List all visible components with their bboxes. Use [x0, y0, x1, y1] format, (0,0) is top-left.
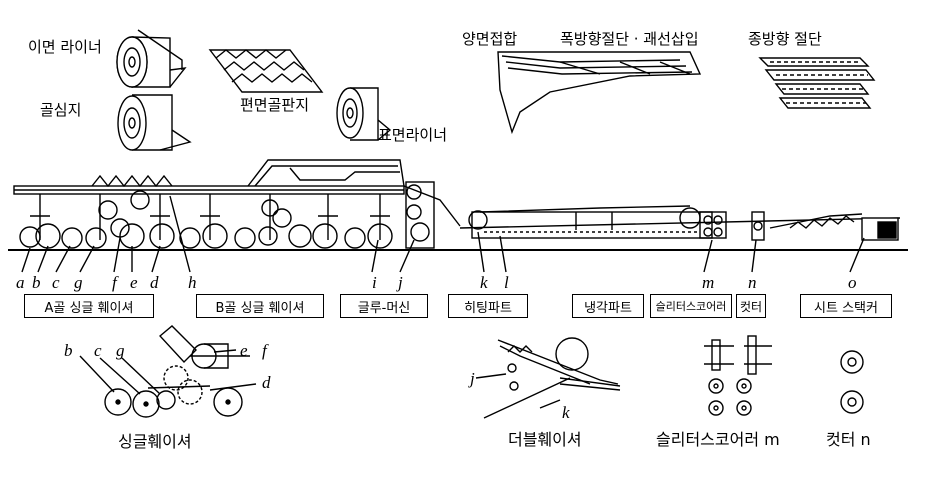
- corrugator-line-icon: [8, 159, 908, 273]
- marker-k: k: [480, 273, 488, 292]
- detail-single-facer-g: g: [116, 341, 125, 360]
- section-sheet-stacker: 시트 스택커: [800, 294, 892, 318]
- section-slitter-scorer: 슬리터스코어러: [650, 294, 732, 318]
- detail-single-facer-c: c: [94, 341, 102, 360]
- cut-sheets-icon: [758, 57, 876, 109]
- detail-double-facer-k: k: [562, 403, 570, 422]
- section-glue-machine: 글루-머신: [340, 294, 428, 318]
- detail-single-facer-b: b: [64, 341, 73, 360]
- marker-n: n: [748, 273, 757, 292]
- double-facer-detail-icon: [475, 337, 621, 419]
- section-a-flute-single-facer: A골 싱글 훼이셔: [24, 294, 154, 318]
- face-liner-label: 표면라이너: [378, 126, 448, 144]
- marker-d: d: [150, 273, 159, 292]
- back-liner-label: 이면 라이너: [28, 38, 102, 56]
- slitter-scorer-caption: 슬리터스코어러 m: [656, 430, 780, 449]
- section-cooling-part: 냉각파트: [572, 294, 644, 318]
- single-facer-caption: 싱글훼이셔: [118, 432, 192, 451]
- marker-l: l: [504, 273, 509, 292]
- cutter-caption: 컷터 n: [826, 430, 871, 449]
- double-face-bonding-label: 양면접합: [462, 30, 518, 48]
- section-cutter: 컷터: [736, 294, 766, 318]
- marker-c: c: [52, 273, 60, 292]
- back-liner-roll-icon: [116, 29, 187, 88]
- marker-f: f: [112, 273, 117, 292]
- marker-o: o: [848, 273, 857, 292]
- marker-g: g: [74, 273, 83, 292]
- slitter-scorer-detail-icon: [704, 335, 772, 416]
- face-liner-roll-icon: [336, 87, 392, 141]
- bonded-board-icon: [497, 51, 702, 135]
- double-facer-caption: 더블훼이셔: [508, 430, 582, 449]
- single-face-board-icon: [208, 49, 324, 93]
- marker-m: m: [702, 273, 715, 292]
- detail-single-facer-f: f: [262, 341, 267, 360]
- detail-single-facer-e: e: [240, 341, 248, 360]
- single-face-board-label: 편면골판지: [240, 96, 310, 114]
- section-b-flute-single-facer: B골 싱글 훼이셔: [196, 294, 324, 318]
- medium-label: 골심지: [40, 101, 82, 119]
- medium-roll-icon: [117, 94, 192, 151]
- marker-i: i: [372, 273, 377, 292]
- marker-b: b: [32, 273, 41, 292]
- detail-single-facer-d: d: [262, 373, 271, 392]
- marker-j: j: [398, 273, 403, 292]
- single-facer-detail-icon: [79, 325, 257, 418]
- length-cut-label: 종방향 절단: [748, 30, 822, 48]
- cutter-detail-icon: [840, 350, 864, 414]
- section-heating-part: 히팅파트: [448, 294, 528, 318]
- detail-double-facer-j: j: [470, 369, 475, 388]
- cross-cut-crease-label: 폭방향절단 · 괘선삽입: [560, 30, 699, 48]
- marker-e: e: [130, 273, 138, 292]
- marker-h: h: [188, 273, 197, 292]
- marker-a: a: [16, 273, 25, 292]
